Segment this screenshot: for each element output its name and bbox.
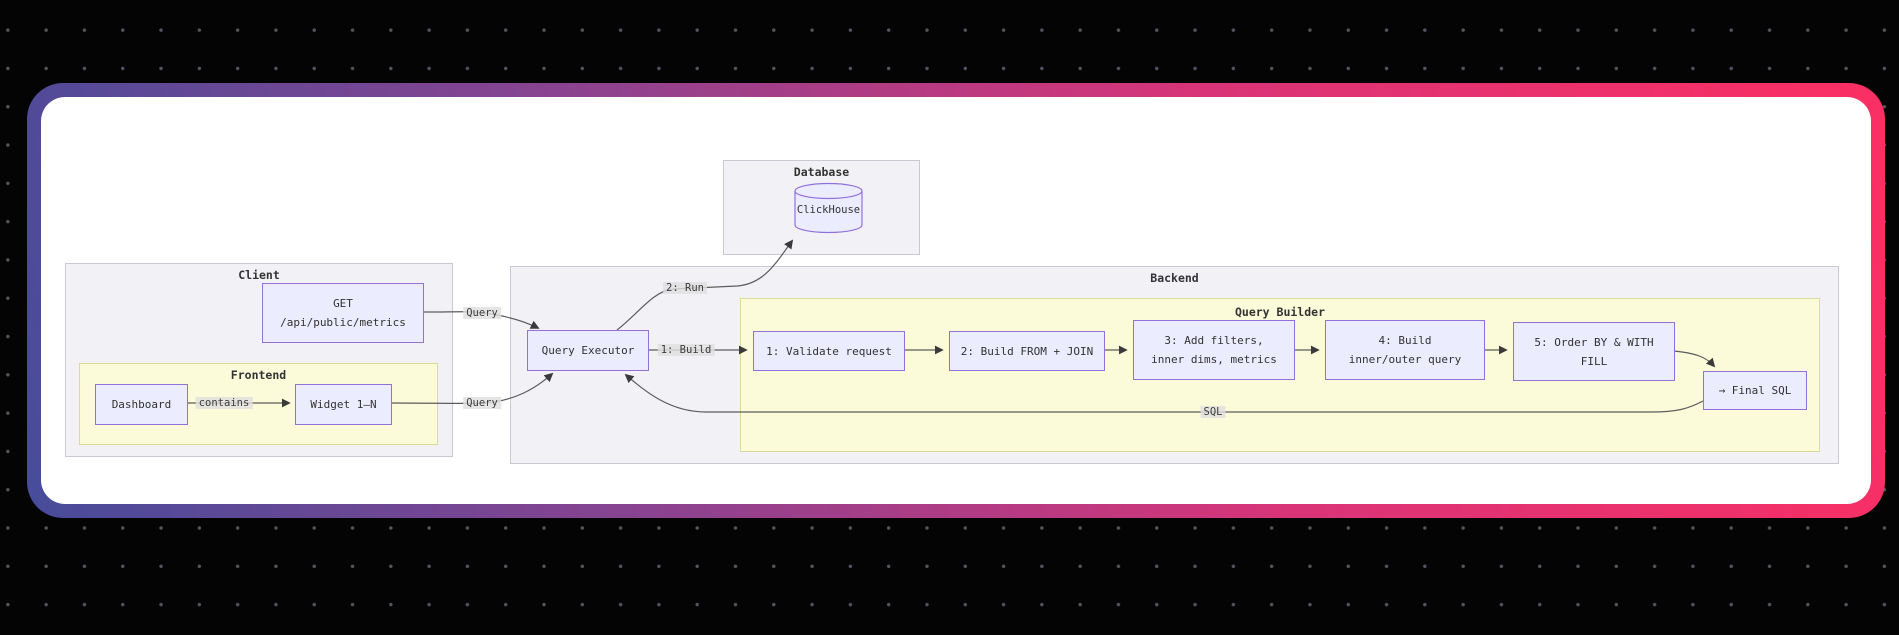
cluster-database-label: Database [793, 165, 850, 179]
node-query-executor-label: Query Executor [541, 344, 635, 357]
node-step5-line1: 5: Order BY & WITH [1534, 335, 1654, 349]
node-dashboard-label: Dashboard [111, 398, 172, 411]
database-cylinder-icon [794, 182, 863, 234]
node-step3-add-filters: 3: Add filters, inner dims, metrics [1133, 320, 1295, 380]
node-step2-build-from: 2: Build FROM + JOIN [949, 331, 1105, 371]
node-step2-label: 2: Build FROM + JOIN [960, 344, 1094, 358]
node-dashboard: Dashboard [95, 384, 188, 425]
node-clickhouse: ClickHouse [794, 182, 863, 234]
node-step4-line1: 4: Build [1378, 334, 1432, 347]
cluster-client-label: Client [238, 268, 280, 282]
node-step3-line1: 3: Add filters, [1164, 334, 1264, 347]
cluster-frontend-label: Frontend [230, 368, 287, 382]
edge-label-build: 1: Build [657, 344, 715, 356]
edge-label-sql: SQL [1200, 406, 1226, 418]
node-final-sql-label: → Final SQL [1718, 384, 1792, 397]
node-step4-build-query: 4: Build inner/outer query [1325, 320, 1485, 380]
node-step1-label: 1: Validate request [766, 344, 892, 358]
node-step1-validate: 1: Validate request [753, 331, 905, 371]
cluster-query-builder-label: Query Builder [1234, 305, 1325, 319]
node-step5-line2: FILL [1580, 354, 1608, 368]
node-step3-line2: inner dims, metrics [1151, 353, 1277, 366]
cluster-database: Database [723, 160, 920, 255]
node-widget-label: Widget 1–N [310, 398, 377, 411]
node-step4-line2: inner/outer query [1348, 353, 1462, 366]
edge-label-query-get: Query [463, 307, 501, 319]
node-get-endpoint: GET /api/public/metrics [262, 283, 424, 343]
node-final-sql: → Final SQL [1703, 371, 1807, 410]
edge-label-contains: contains [195, 397, 253, 409]
node-get-endpoint-line1: GET [333, 297, 353, 310]
node-step5-order-by: 5: Order BY & WITH FILL [1513, 322, 1675, 381]
node-clickhouse-label: ClickHouse [796, 204, 861, 216]
edge-label-run: 2: Run [663, 282, 707, 294]
cluster-backend-label: Backend [1150, 271, 1199, 285]
edge-label-query-widget: Query [463, 397, 501, 409]
node-get-endpoint-line2: /api/public/metrics [280, 316, 406, 329]
node-query-executor: Query Executor [527, 330, 649, 371]
node-widget: Widget 1–N [295, 384, 392, 425]
